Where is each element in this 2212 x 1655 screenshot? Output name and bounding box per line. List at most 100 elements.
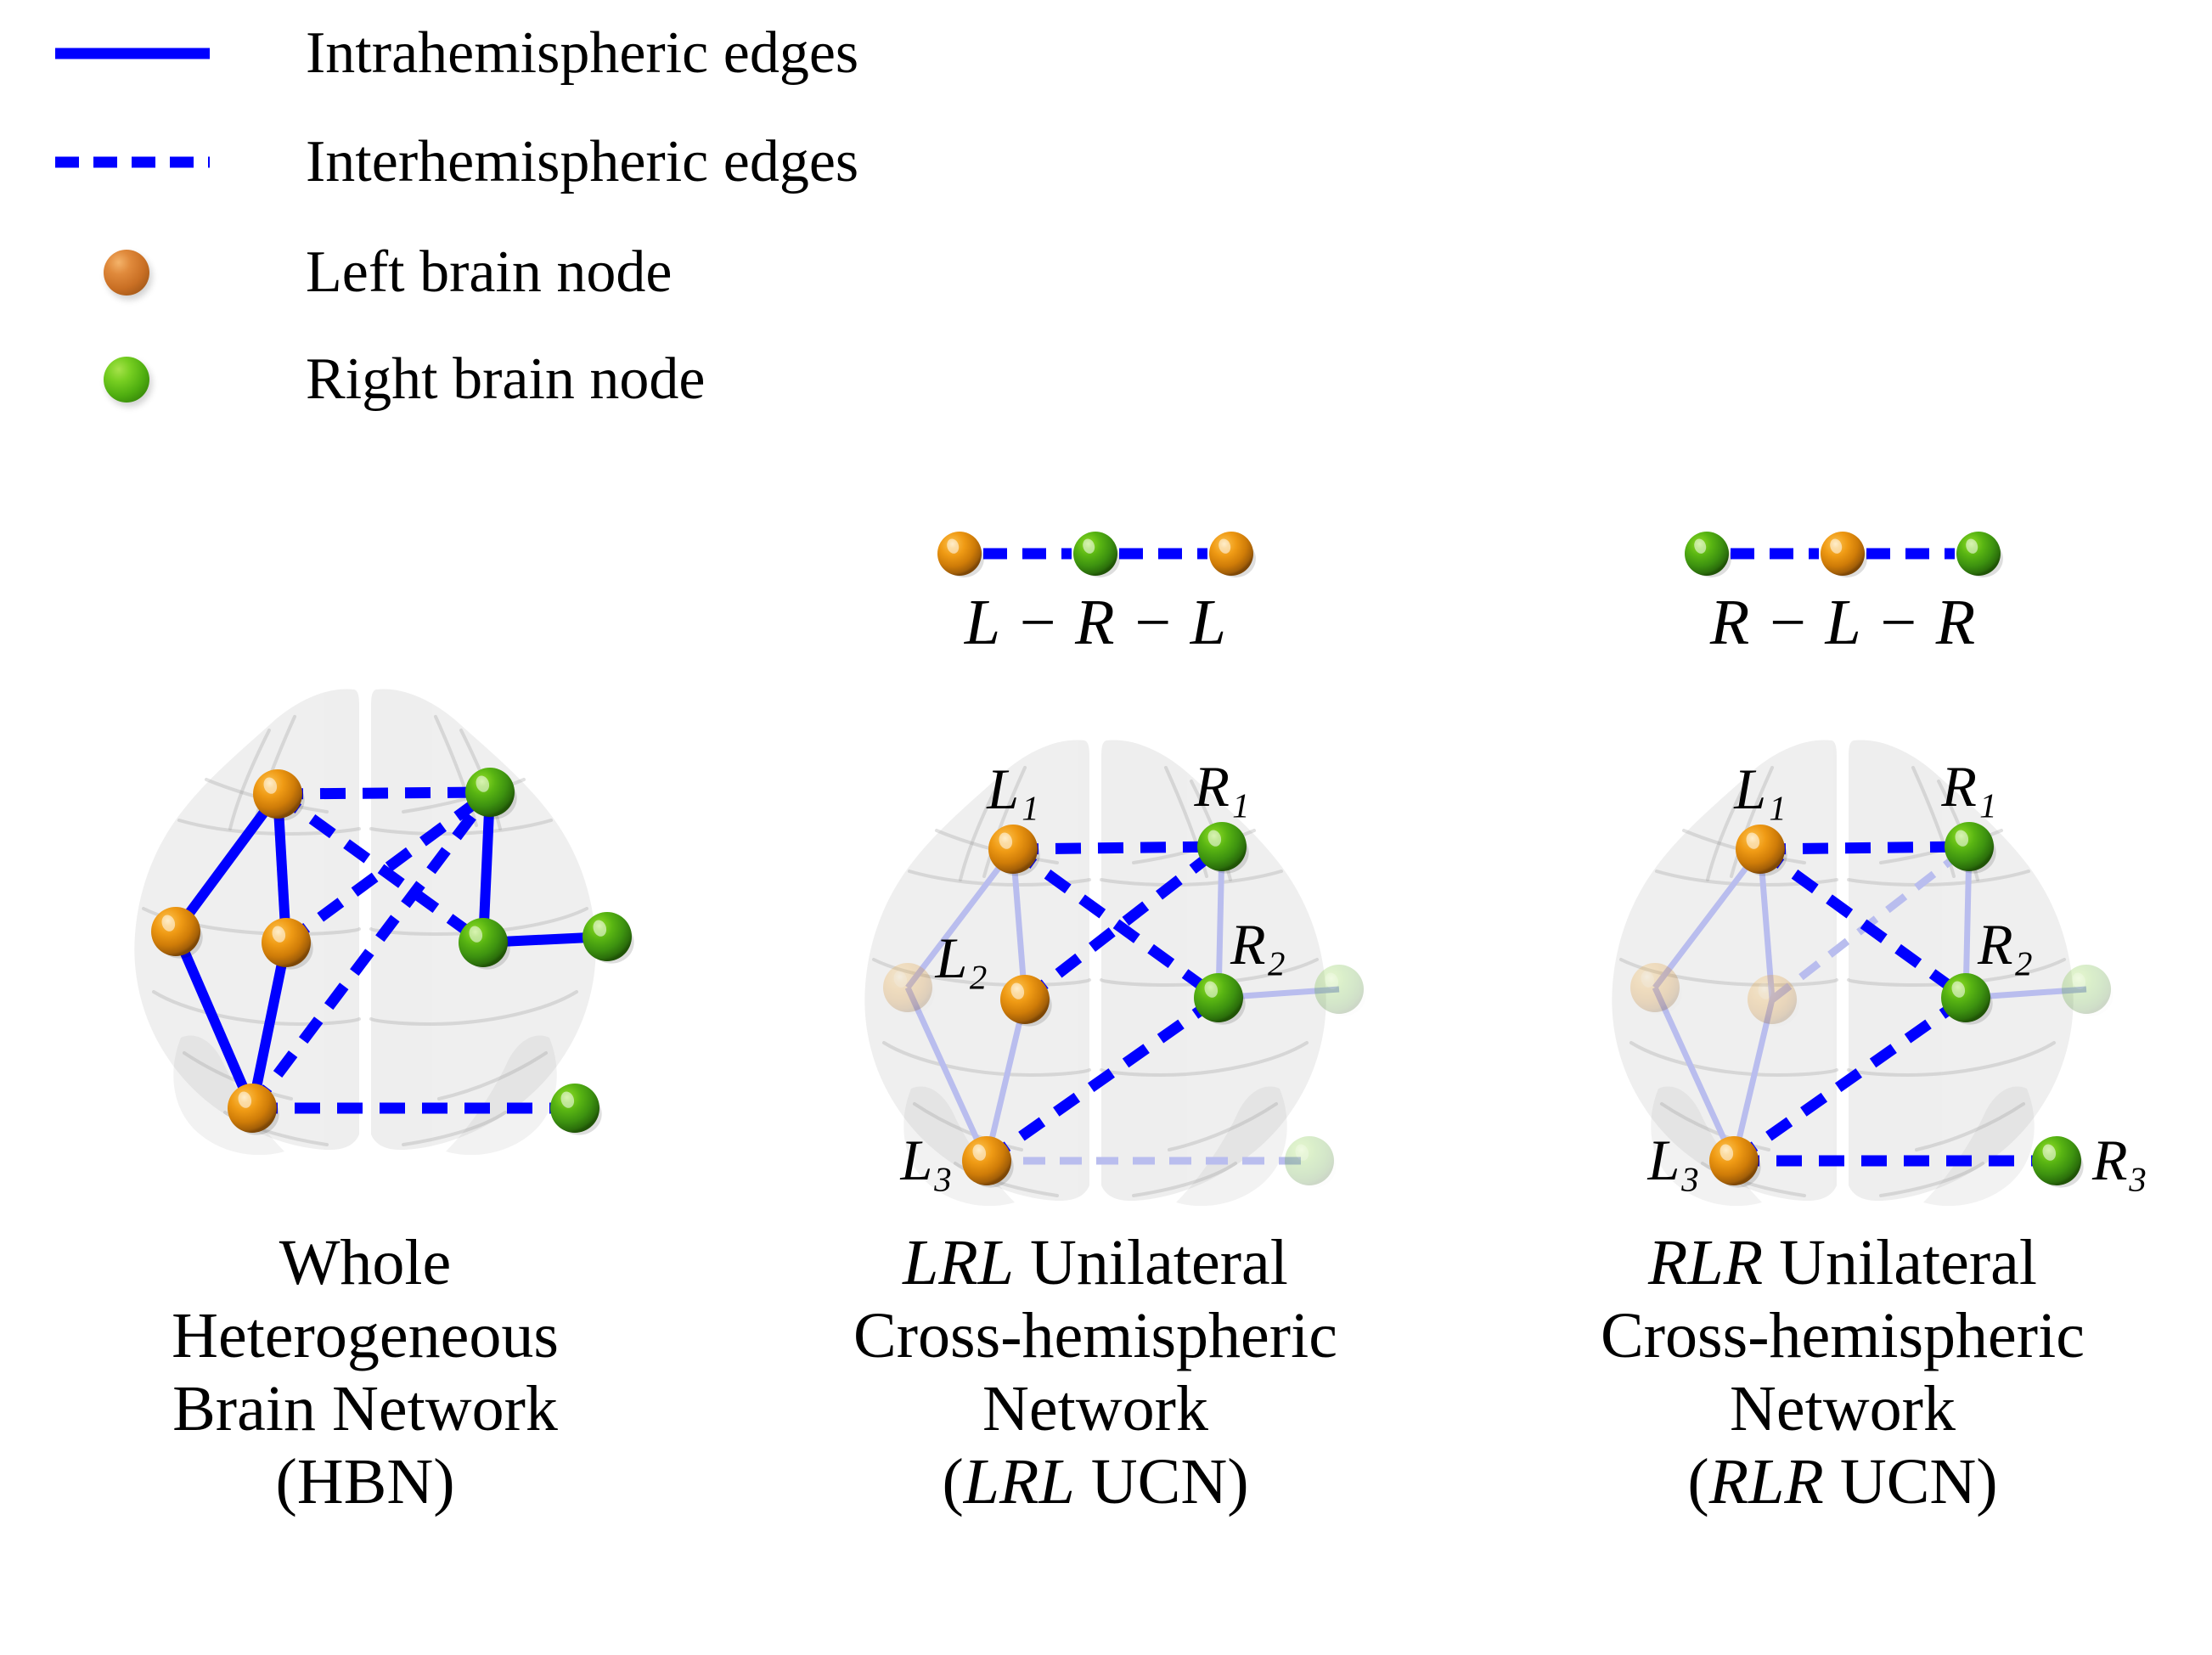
node-label-L3: L₃ [1647,1128,1700,1192]
edge-intra-faded [983,999,1028,1162]
brain-node-faded [1285,1136,1334,1185]
caption-text: Unilateral [1763,1227,2037,1298]
caption-emphasis: LRL [903,1227,1015,1298]
mini-legend-node-2 [1821,532,1867,578]
brain-node-n3 [262,918,313,970]
mini-legend-node-3 [1209,532,1256,578]
caption-line: RLR Unilateral [1494,1227,2191,1300]
legend-item-right-brain-node: Right brain node [51,333,705,426]
edge-intra-faded [1757,848,1776,1000]
node-label-layer: L₁ L₂ L₃ R₁ R₂ [900,754,1286,1192]
brain-node-R2 [1194,973,1246,1025]
caption-text: Cross-hemispheric [853,1299,1337,1371]
legend-item-interhemispheric-edges: Interhemispheric edges [51,115,858,209]
mini-legend-rlr: R − L − R [1494,509,2191,705]
orange-sphere-icon [104,250,149,296]
brain-node-faded [1314,965,1364,1014]
edge-intra-faded [904,986,990,1162]
node-label-L1: L₁ [986,757,1038,821]
brain-silhouette [134,689,596,1156]
caption-line: Brain Network [17,1373,713,1446]
legend-label-left-brain-node: Left brain node [306,239,673,305]
edge-layer [1652,841,2087,1167]
node-layer [1630,822,2111,1188]
edge-inter [1012,841,1223,855]
brain-node-faded [883,963,932,1012]
brain-network-svg-hbn [134,689,634,1156]
brain-node-R1 [1945,822,1996,874]
brain-diagram-rlr: L₁ L₃ R₁ R₂ R₃ [1494,705,2191,1231]
brain-diagram-hbn [17,654,713,1180]
node-label-L1: L₁ [1733,757,1786,821]
edge-intra [172,791,282,935]
caption-text: Whole [279,1227,452,1298]
caption-line: (LRL UCN) [747,1446,1444,1519]
brain-network-svg-lrl: L₁ L₂ L₃ R₁ R₂ [864,740,1364,1207]
node-label-R1: R₁ [1193,754,1249,819]
edge-inter [1731,993,1969,1166]
brain-node-n5 [465,768,517,819]
brain-node-n6 [459,918,510,970]
caption-text: UCN) [1074,1445,1249,1517]
brain-node-faded [1630,963,1680,1012]
node-label-R3: R₃ [2091,1128,2147,1192]
caption-line: LRL Unilateral [747,1227,1444,1300]
node-label-L2: L₂ [935,926,988,990]
edge-intra-faded [905,847,1016,990]
legend-marker-solid-line [51,7,306,100]
caption-text: (HBN) [275,1445,455,1517]
mini-legend-node-1 [1685,532,1731,578]
edge-inter [277,786,491,800]
brain-node-n1 [253,769,305,821]
brain-node-L1 [1736,825,1787,876]
node-layer [151,768,634,1135]
edge-intra [171,929,257,1111]
brain-node-L3 [1709,1136,1761,1188]
legend-item-left-brain-node: Left brain node [51,226,672,319]
brain-node-faded [2062,965,2111,1014]
caption-text: Network [982,1372,1208,1444]
legend-marker-left-node [51,226,306,319]
edge-intra-faded [1215,846,1225,999]
mini-legend-svg-rlr: R − L − R [1685,532,2003,658]
edge-intra [273,793,291,943]
legend-item-intrahemispheric-edges: Intrahemispheric edges [51,7,858,100]
caption-line: Network [747,1373,1444,1446]
edge-layer [904,841,1340,1166]
figure-legend: Intrahemispheric edges Interhemispheric … [51,7,1240,448]
brain-node-n4 [228,1084,279,1135]
caption-text: UCN) [1823,1445,1998,1517]
legend-marker-right-node [51,333,306,426]
brain-node-n7 [583,912,634,964]
brain-network-svg-rlr: L₁ L₃ R₁ R₂ R₃ [1612,740,2148,1207]
caption-line: Network [1494,1373,2191,1446]
node-label-L3: L₃ [900,1128,953,1192]
brain-node-faded [1748,975,1797,1024]
node-label-R2: R₂ [1977,912,2033,977]
brain-silhouette [1612,740,2074,1207]
caption-line: Heterogeneous [17,1300,713,1373]
node-label-R2: R₂ [1230,912,1286,977]
caption-text: Heterogeneous [172,1299,559,1371]
caption-text: Brain Network [172,1372,558,1444]
dashed-line-icon [55,156,210,168]
edge-intra [247,941,291,1110]
mini-legend-node-3 [1956,532,2003,578]
node-label-layer: L₁ L₃ R₁ R₂ R₃ [1647,754,2148,1192]
edge-inter [1759,841,1970,855]
node-label-R1: R₁ [1940,754,1996,819]
mini-legend-svg-lrl: L − R − L [937,532,1256,658]
mini-legend-sequence-label: L − R − L [964,587,1226,658]
legend-marker-dashed-line [51,115,306,209]
edge-intra-faded [1652,847,1763,990]
caption-line: Whole [17,1227,713,1300]
node-layer [883,822,1364,1188]
caption-emphasis: LRL [963,1445,1075,1517]
caption-emphasis: RLR [1648,1227,1764,1298]
edge-inter [983,993,1222,1166]
